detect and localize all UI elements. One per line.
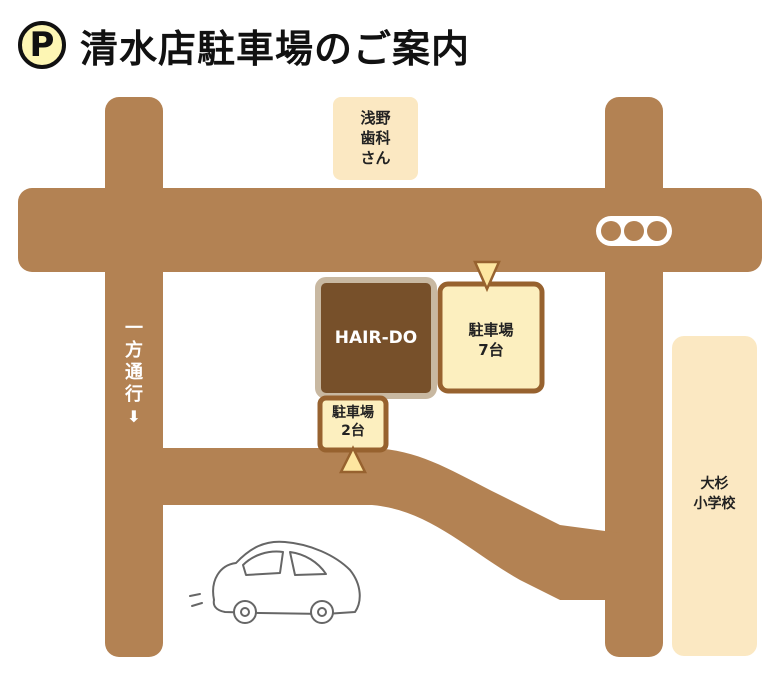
parking-lot-7-label: 駐車場 7台 bbox=[468, 321, 514, 359]
parking-lot-2-label: 駐車場 2台 bbox=[332, 405, 374, 439]
salon-label: HAIR-DO bbox=[334, 328, 418, 348]
one-way-label: 一 方 通 行 bbox=[125, 318, 143, 405]
school-building bbox=[672, 336, 757, 656]
parking-p-icon: P bbox=[18, 21, 66, 69]
road-lower-diagonal bbox=[150, 448, 620, 600]
down-arrow-icon: ⬇ bbox=[127, 407, 141, 426]
traffic-light-icon bbox=[596, 216, 672, 246]
page-title: 清水店駐車場のご案内 bbox=[80, 26, 471, 71]
school-label: 大杉 小学校 bbox=[693, 476, 736, 512]
dentist-label: 浅野 歯科 さん bbox=[360, 109, 391, 167]
dentist-building bbox=[333, 97, 418, 180]
entrance-arrow-icon bbox=[473, 260, 501, 293]
car-icon bbox=[189, 540, 361, 624]
road-top-horizontal bbox=[18, 188, 762, 272]
road-left-vertical bbox=[105, 97, 163, 657]
map-title: P 清水店駐車場のご案内 bbox=[18, 12, 470, 78]
entrance-arrow-icon bbox=[338, 445, 368, 474]
parking-lot-7 bbox=[437, 281, 545, 394]
